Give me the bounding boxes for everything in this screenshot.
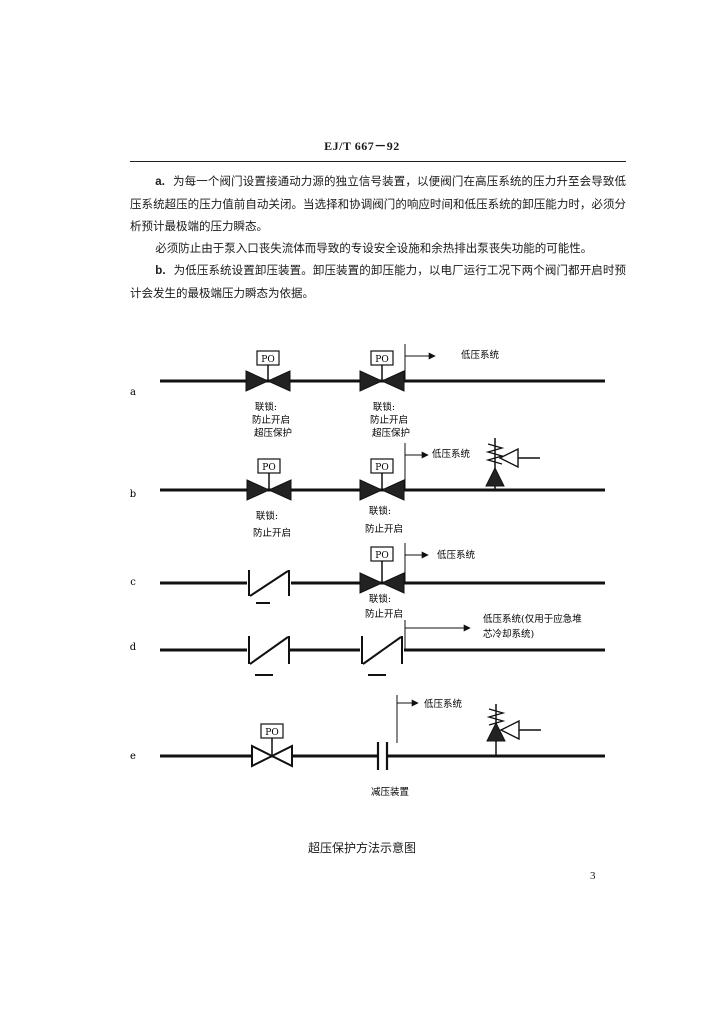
page-number: 3 (590, 870, 596, 882)
valve-body-c (359, 572, 384, 594)
a1-note-line1: 联锁: (255, 401, 277, 413)
po-label-e: PO (265, 728, 278, 738)
a1-note-line2: 防止开启 (252, 414, 290, 426)
lp-system-d-line2: 芯冷却系统) (483, 628, 534, 640)
valve-a1: PO (245, 350, 291, 392)
valve-b1: PO (246, 458, 292, 501)
relief-valve-b (485, 438, 540, 490)
lp-system-d-line1: 低压系统(仅用于应急堆 (483, 613, 582, 625)
figure-caption: 超压保护方法示意图 (307, 841, 416, 855)
check-valve-d2 (361, 636, 403, 676)
check-valve-d1 (248, 636, 290, 676)
relief-valve-body-e (486, 721, 506, 742)
valve-body-b2 (359, 479, 384, 501)
paragraph-b-text: 为低压系统设置卸压装置。卸压装置的卸压能力，以电厂运行工况下两个阀门都开启时预计… (130, 263, 626, 300)
lp-system-e: 低压系统 (424, 698, 463, 710)
lp-system-a: 低压系统 (461, 349, 500, 361)
po-label-b1: PO (262, 463, 275, 473)
row-label-d: d (130, 642, 137, 653)
b1-note-line2: 防止开启 (253, 527, 291, 539)
row-label-e: e (130, 751, 136, 762)
valve-body-a1 (245, 370, 270, 392)
row-label-b: b (130, 489, 136, 500)
row-b: PO PO 低压系统 联锁: 防止 (160, 438, 605, 539)
pressure-reducing-device (376, 742, 389, 770)
valve-a2: PO (359, 350, 405, 392)
valve-e: PO (251, 723, 293, 768)
a2-note-line1: 联锁: (373, 401, 395, 413)
row-a: PO PO 低压系统 联锁: 防止开启 超压保护 联锁: 防止开启 超压保护 (160, 344, 605, 439)
relief-valve-body-b (485, 466, 505, 487)
paragraph-a-text: 为每一个阀门设置接通动力源的独立信号装置，以便阀门在高压系统的压力升至会导致低压… (130, 174, 626, 233)
c-note-line1: 联锁: (369, 593, 391, 605)
a1-note-line3: 超压保护 (254, 427, 292, 439)
relief-valve-e (486, 704, 541, 756)
lp-system-c: 低压系统 (437, 549, 476, 561)
po-label-b2: PO (375, 463, 388, 473)
paragraph-2: 必须防止由于泵入口丧失流体而导致的专设安全设施和余热排出泵丧失功能的可能性。 (155, 241, 593, 255)
body-text: a.为每一个阀门设置接通动力源的独立信号装置，以便阀门在高压系统的压力升至会导致… (130, 170, 626, 304)
valve-body-b1 (246, 479, 271, 501)
paragraph-b: b.为低压系统设置卸压装置。卸压装置的卸压能力，以电厂运行工况下两个阀门都开启时… (130, 259, 626, 304)
row-c: PO 低压系统 联锁: 防止开启 (160, 543, 605, 620)
document-header: EJ/T 667－92 (324, 139, 400, 153)
row-e: PO 低压系统 减压装置 (160, 695, 605, 798)
paragraph-a-label: a. (155, 176, 165, 188)
row-label-a: a (130, 387, 136, 398)
c-note-line2: 防止开启 (365, 608, 403, 620)
valve-c: PO (359, 546, 405, 594)
overpressure-diagram: a b c d e PO PO 低压系统 联锁: (130, 344, 605, 798)
valve-body-a2 (359, 370, 384, 392)
po-label-c: PO (375, 551, 388, 561)
b2-note-line2: 防止开启 (365, 523, 403, 535)
lp-system-b: 低压系统 (432, 448, 471, 460)
po-label-a1: PO (261, 355, 274, 365)
a2-note-line3: 超压保护 (372, 427, 410, 439)
valve-b2: PO (359, 458, 405, 501)
header-rule (130, 161, 626, 162)
b2-note-line1: 联锁: (369, 505, 391, 517)
a2-note-line2: 防止开启 (370, 414, 408, 426)
valve-body-e (251, 744, 275, 768)
paragraph-a: a.为每一个阀门设置接通动力源的独立信号装置，以便阀门在高压系统的压力升至会导致… (130, 170, 626, 237)
row-label-c: c (130, 577, 136, 588)
row-d: 低压系统(仅用于应急堆 芯冷却系统) (160, 613, 605, 676)
check-valve-c (248, 570, 290, 604)
b1-note-line1: 联锁: (256, 510, 278, 522)
paragraph-b-label: b. (155, 265, 166, 277)
e-device-label: 减压装置 (371, 786, 409, 798)
po-label-a2: PO (375, 355, 388, 365)
